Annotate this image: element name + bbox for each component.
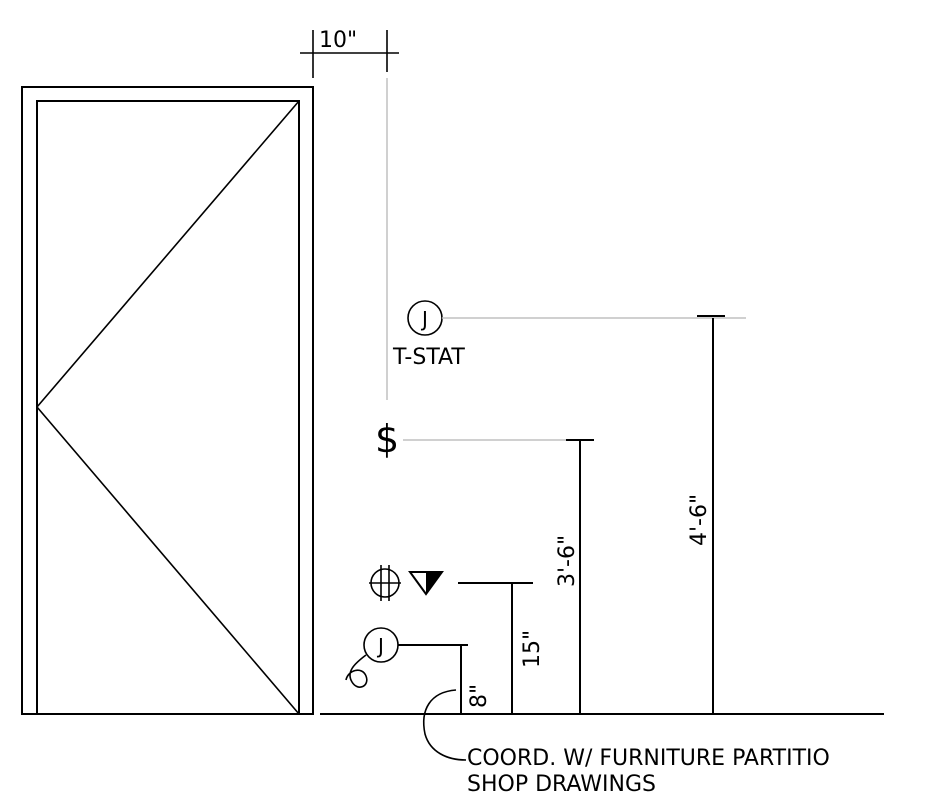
door-swing-indicator (35, 100, 300, 715)
floor-junction-box: J (345, 627, 468, 688)
duplex-receptacle-icon (369, 565, 401, 601)
receptacle-data-outlet (369, 565, 533, 601)
note-line-2: SHOP DRAWINGS (467, 772, 656, 796)
note-leader (423, 689, 467, 761)
dimension-15in-label: 15" (520, 630, 545, 668)
offset-dimension: 10" (300, 28, 399, 78)
dimension-15in: 15" (511, 583, 545, 714)
offset-dimension-label: 10" (319, 28, 357, 53)
note-line-1: COORD. W/ FURNITURE PARTITIO (467, 746, 830, 771)
dimension-8in: 8" (460, 645, 492, 714)
dimension-4ft6-label: 4'-6" (687, 494, 712, 546)
door-frame-outer (21, 86, 314, 715)
door-elevation (21, 86, 314, 715)
dimension-3ft6-label: 3'-6" (555, 535, 580, 587)
floor-junction-letter: J (376, 634, 384, 658)
door-leaf (36, 100, 300, 715)
flex-conduit-icon (345, 654, 368, 688)
dimension-8in-label: 8" (467, 684, 492, 708)
tstat-junction-box: J T-STAT (392, 300, 465, 370)
tstat-label: T-STAT (392, 345, 465, 370)
tstat-junction-letter: J (420, 307, 428, 331)
switch-symbol: $ (375, 417, 399, 461)
dimension-4ft6: 4'-6" (687, 315, 725, 714)
data-outlet-icon (408, 571, 444, 596)
dimension-3ft6: 3'-6" (555, 439, 594, 714)
